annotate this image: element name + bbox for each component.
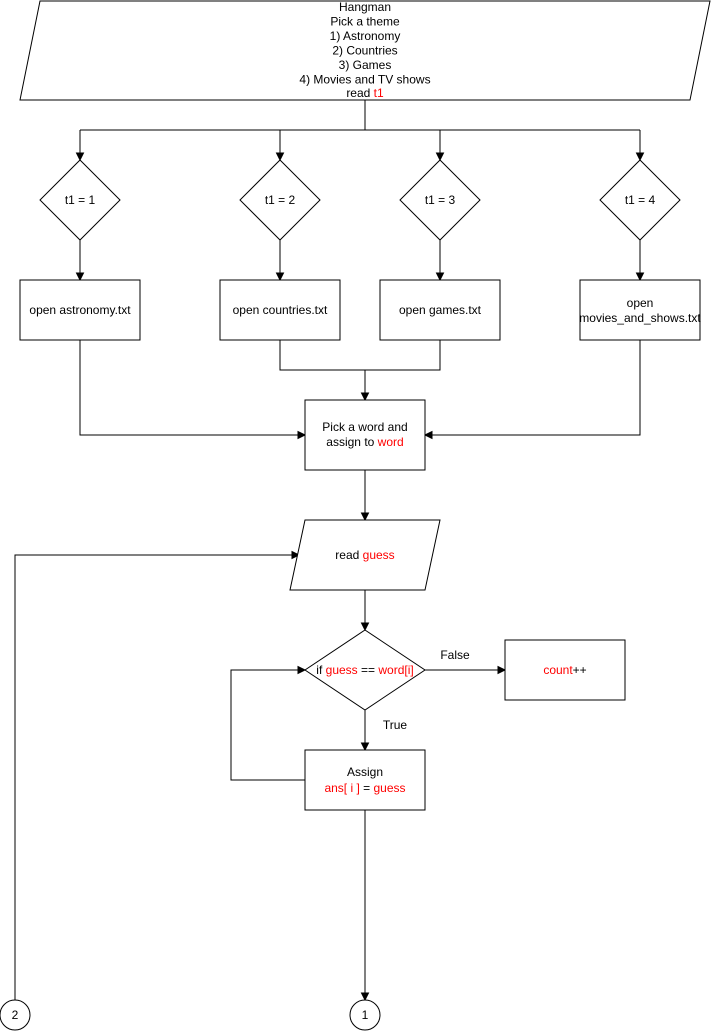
decision-diamond-3	[399, 159, 481, 241]
pick-word-line1: Pick a word and	[322, 420, 407, 434]
pick-word-box	[304, 399, 426, 471]
arrowhead-icon	[291, 550, 301, 560]
arrowhead-icon	[360, 392, 370, 402]
input-read-var: t1	[374, 86, 384, 100]
open-movies-box	[579, 279, 701, 341]
edge-movies-to-pick	[425, 340, 641, 436]
connector-1-circle	[349, 999, 381, 1031]
check-var: guess	[326, 663, 358, 677]
count-node: count++	[504, 639, 626, 701]
edge-label-true: True	[383, 718, 408, 732]
pick-word-var: word	[377, 435, 404, 449]
input-title: Hangman	[339, 0, 391, 14]
arrowhead-icon	[297, 430, 307, 440]
arrowhead-icon	[360, 742, 370, 752]
decision-label-4: t1 = 4	[625, 193, 656, 207]
edge-label-false: False	[440, 648, 470, 662]
connector-2-label: 2	[12, 1008, 19, 1022]
decision-diamond-4	[599, 159, 681, 241]
arrowhead-icon	[635, 272, 645, 282]
count-label: count++	[543, 663, 586, 677]
arrowhead-icon	[635, 152, 645, 162]
edge-astronomy-to-pick	[79, 340, 305, 436]
edge-countries-merge	[279, 340, 441, 371]
arrowhead-icon	[275, 272, 285, 282]
theme-decisions: t1 = 1 t1 = 2 t1 = 3 t1 = 4	[39, 159, 681, 241]
connector-2-circle	[0, 999, 31, 1031]
assign-op: =	[360, 781, 374, 795]
assign-lhs: ans[ i ]	[324, 781, 359, 795]
input-parallelogram	[19, 0, 711, 101]
check-target: word[i]	[377, 663, 413, 677]
open-astronomy-box	[19, 279, 141, 341]
arrowhead-icon	[360, 622, 370, 632]
decision-diamond-1	[39, 159, 121, 241]
read-guess-parallelogram	[289, 519, 441, 591]
arrowhead-icon	[360, 992, 370, 1002]
count-suffix: ++	[573, 663, 587, 677]
arrowhead-icon	[423, 430, 433, 440]
edge-loop-back	[230, 669, 305, 781]
check-op: ==	[358, 663, 379, 677]
input-prompt: Pick a theme	[330, 15, 400, 29]
edges	[14, 100, 641, 1000]
pick-word-line2: assign to word	[326, 435, 403, 449]
decision-diamond-2	[239, 159, 321, 241]
open-countries-label: open countries.txt	[233, 303, 328, 317]
arrowhead-icon	[435, 152, 445, 162]
assign-rhs: guess	[374, 781, 406, 795]
read-guess-label: read guess	[335, 548, 394, 562]
arrowhead-icon	[435, 272, 445, 282]
open-movies-label-line1: open	[627, 296, 654, 310]
arrowhead-icon	[275, 152, 285, 162]
arrowhead-icon	[297, 665, 307, 675]
open-movies-label-line2: movies_and_shows.txt	[579, 311, 701, 325]
theme-input-node: Hangman Pick a theme 1) Astronomy 2) Cou…	[19, 0, 711, 101]
arrowhead-icon	[360, 512, 370, 522]
arrowhead-icon	[75, 272, 85, 282]
pick-word-prefix: assign to	[326, 435, 377, 449]
file-open-nodes: open astronomy.txt open countries.txt op…	[19, 279, 701, 341]
input-option-4: 4) Movies and TV shows	[299, 73, 430, 87]
connector-1-label: 1	[362, 1008, 369, 1022]
read-guess-node: read guess	[289, 519, 441, 591]
pick-word-node: Pick a word and assign to word	[304, 399, 426, 471]
read-guess-var: guess	[363, 548, 395, 562]
count-var: count	[543, 663, 573, 677]
check-prefix: if	[316, 663, 325, 677]
open-games-box	[379, 279, 501, 341]
input-read-prefix: read	[346, 86, 373, 100]
assign-line2: ans[ i ] = guess	[324, 781, 405, 795]
assign-box	[304, 749, 426, 811]
open-games-label: open games.txt	[399, 303, 482, 317]
input-read-line: read t1	[346, 86, 384, 100]
arrowhead-icon	[75, 152, 85, 162]
assign-line1: Assign	[347, 765, 383, 779]
decision-label-3: t1 = 3	[425, 193, 456, 207]
assign-node: Assign ans[ i ] = guess	[304, 749, 426, 811]
check-guess-node: if guess == word[i]	[304, 629, 426, 711]
connector-2: 2	[0, 999, 31, 1031]
input-option-1: 1) Astronomy	[330, 29, 401, 43]
connector-1: 1	[349, 999, 381, 1031]
open-astronomy-label: open astronomy.txt	[29, 303, 131, 317]
decision-label-1: t1 = 1	[65, 193, 96, 207]
arrowhead-icon	[497, 665, 507, 675]
edge-connector-to-read	[14, 554, 299, 1000]
input-option-2: 2) Countries	[332, 44, 397, 58]
count-box	[504, 639, 626, 701]
read-guess-prefix: read	[335, 548, 362, 562]
check-guess-label: if guess == word[i]	[316, 663, 413, 677]
input-option-3: 3) Games	[339, 58, 392, 72]
check-guess-diamond	[304, 629, 426, 711]
decision-label-2: t1 = 2	[265, 193, 296, 207]
open-countries-box	[219, 279, 341, 341]
arrow-heads	[75, 152, 645, 1002]
